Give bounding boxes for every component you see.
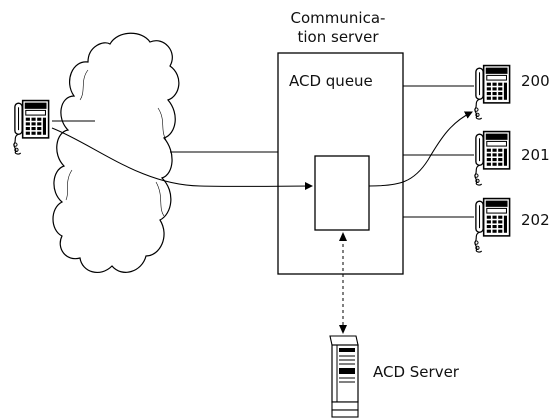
agent-phone-201-icon: [474, 130, 511, 186]
acd-queue-box: [314, 155, 370, 231]
server-title-line2: tion server: [298, 28, 380, 46]
network-cloud-icon: [52, 32, 180, 274]
extension-200-label: 200: [521, 72, 550, 90]
acd-link-arrow-up: [339, 232, 347, 241]
acd-queue-label: ACD queue: [289, 72, 373, 90]
agent-phone-202-icon: [474, 197, 511, 253]
agent-phone-200-icon: [474, 64, 511, 120]
incoming-call-arrow: [51, 127, 313, 191]
server-title-line1: Communica-: [291, 9, 386, 27]
extension-201-label: 201: [521, 146, 550, 164]
acd-server-icon: [329, 335, 359, 418]
caller-phone-icon: [13, 99, 50, 155]
extension-202-label: 202: [521, 211, 550, 229]
acd-server-label: ACD Server: [373, 363, 460, 381]
routed-call-arrow: [368, 111, 473, 187]
acd-link-arrow-down: [339, 325, 347, 334]
